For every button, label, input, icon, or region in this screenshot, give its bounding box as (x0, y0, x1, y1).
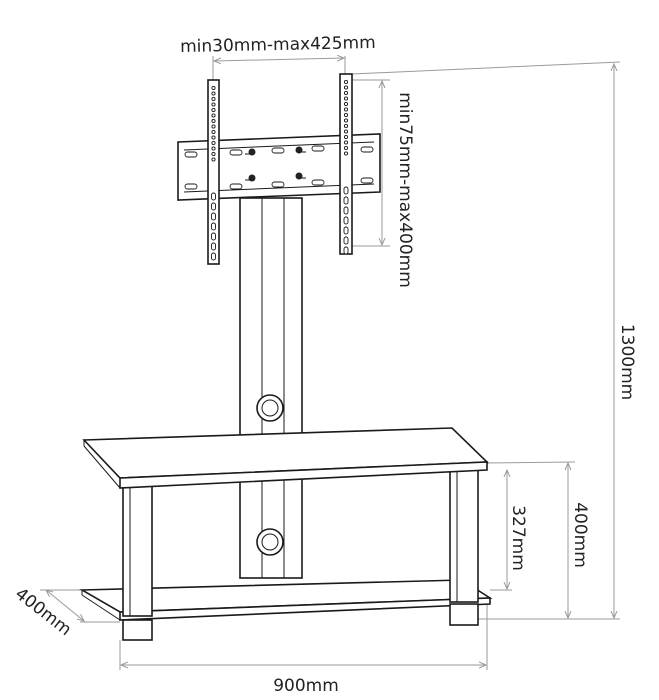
shelf-height-label: 400mm (570, 502, 590, 568)
bracket-hole (211, 113, 216, 118)
total-height-label: 1300mm (617, 324, 637, 400)
bracket-hole (343, 101, 349, 107)
bracket-hole (343, 90, 349, 96)
bracket-hole (343, 112, 349, 118)
bracket-hole (211, 157, 216, 162)
bracket-slot (211, 192, 216, 201)
bolts (245, 146, 306, 182)
bracket-slot (343, 246, 349, 255)
bracket-hole (343, 134, 349, 140)
bracket-hole (211, 129, 216, 135)
right-foot (449, 603, 479, 626)
bracket-hole (211, 91, 216, 96)
bracket-hole (211, 102, 216, 107)
bracket-slot (343, 226, 349, 235)
bracket-hole (343, 129, 349, 134)
lower-pole (239, 477, 303, 579)
bracket-hole (211, 124, 216, 129)
bracket-hole (211, 96, 216, 102)
right-bracket-arm (339, 73, 353, 255)
bottom-shelf (79, 579, 493, 621)
bracket-hole (343, 140, 349, 145)
bracket-hole (343, 145, 349, 151)
bracket-width-label: min30mm-max425mm (180, 33, 376, 57)
bracket-hole (211, 107, 216, 113)
bracket-slot (343, 206, 349, 215)
bracket-slot (343, 186, 349, 195)
bracket-hole (343, 118, 349, 123)
bracket-hole (343, 123, 349, 129)
bracket-hole (343, 85, 349, 90)
bracket-hole (343, 96, 349, 101)
dimension-arrows (46, 58, 614, 665)
left-bracket-arm (207, 79, 220, 265)
width-label: 900mm (273, 676, 339, 696)
bracket-height-label: min75mm-max400mm (395, 92, 415, 288)
bracket-hole (343, 107, 349, 112)
bracket-slot (343, 196, 349, 205)
bracket-slot (211, 242, 216, 251)
bracket-hole (211, 135, 216, 140)
mounting-plate (177, 133, 381, 201)
left-foot (122, 619, 153, 641)
bracket-slot (211, 202, 216, 211)
bracket-slot (343, 236, 349, 245)
bracket-hole (211, 118, 216, 124)
bracket-slot (211, 252, 216, 261)
bracket-hole (211, 85, 216, 91)
top-shelf (82, 427, 489, 489)
bracket-slot (211, 212, 216, 221)
bracket-hole (211, 146, 216, 151)
upper-pole (239, 197, 303, 445)
bracket-hole (211, 140, 216, 146)
bracket-hole (343, 79, 349, 85)
depth-label: 400mm (11, 584, 75, 640)
bracket-slot (343, 216, 349, 225)
bracket-slot (211, 232, 216, 241)
bracket-hole (211, 151, 216, 157)
bracket-hole (343, 151, 349, 156)
bracket-slot (211, 222, 216, 231)
shelf-gap-label: 327mm (508, 505, 528, 571)
